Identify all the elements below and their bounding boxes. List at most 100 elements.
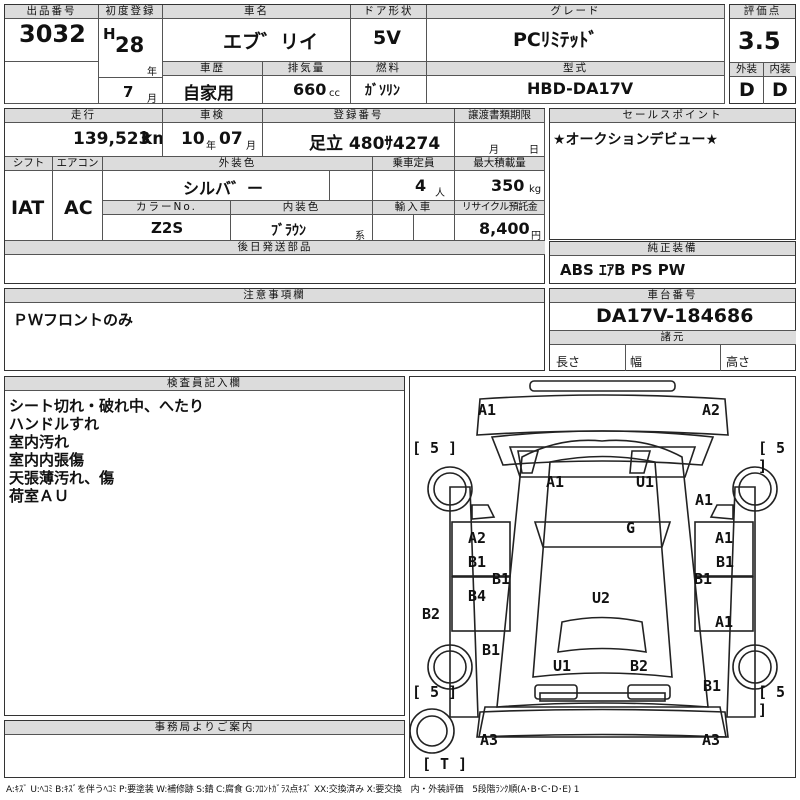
damage-mark: A3 [480, 731, 499, 749]
chassis-number: DA17V-184686 [596, 305, 754, 327]
damage-mark: B1 [716, 553, 735, 571]
legend-footer: A:ｷｽﾞ U:ﾍｺﾐ B:ｷｽﾞを伴うﾍｺﾐ P:要塗装 W:補修跡 S:錆 … [6, 785, 580, 795]
max-load-label: 最大積載量 [455, 157, 544, 171]
car-name-cell: 車名 エブ゛リイ [163, 5, 351, 62]
score-block: 評価点 3.5 外装 内装 D D [729, 4, 796, 104]
transfer-label: 譲渡書類期限 [455, 109, 544, 123]
color-no-value: Z2S [151, 219, 184, 237]
score-value: 3.5 [738, 27, 781, 55]
tire-front-left: [ 5 ] [412, 439, 458, 457]
ext-color-label: 外装色 [103, 157, 372, 171]
aircon-value: AC [64, 197, 93, 219]
damage-mark: A2 [702, 401, 721, 419]
sales-point-text: ★オークションデビュー★ [553, 132, 719, 148]
genuine-text: ABS ｴｱB PS PW [560, 261, 686, 279]
car-name: エブ゛リイ [223, 31, 319, 53]
inspection-year-unit: 年 [206, 141, 216, 152]
inspector-note: 室内汚れ [9, 433, 70, 451]
history-cell: 車歴 自家用 [163, 62, 263, 104]
recycle-value: 8,400 [479, 219, 530, 238]
damage-mark: A3 [702, 731, 721, 749]
grade-label: グレード [427, 5, 724, 19]
shift-label: シフト [5, 157, 52, 171]
capacity-cell: 乗車定員 4 人 [373, 157, 455, 201]
int-color-unit: 系 [355, 231, 365, 241]
displacement-cell: 排気量 660 cc [263, 62, 351, 104]
later-parts-label: 後日発送部品 [5, 241, 545, 255]
recycle-cell: リサイクル預託金 8,400 円 [455, 201, 545, 241]
history-label: 車歴 [163, 62, 262, 76]
damage-mark: B1 [482, 641, 501, 659]
inspector-note: ハンドルすれ [9, 415, 100, 433]
caution-block: 注意事項欄 ＰＷフロントのみ [4, 288, 545, 371]
aircon-label: エアコン [53, 157, 102, 171]
max-load-cell: 最大積載量 350 kg [455, 157, 545, 201]
inspection-month-unit: 月 [246, 141, 256, 152]
ext-color-cell: 外装色 シルバ゛ー [103, 157, 373, 201]
inspector-note: 天張薄汚れ、傷 [9, 469, 115, 487]
history-value: 自家用 [183, 84, 234, 104]
first-reg-cell: 初度登録 H 28 年 7 月 [99, 5, 163, 104]
inspection-label: 車検 [163, 109, 262, 123]
ext-color-value: シルバ゛ー [183, 179, 264, 198]
door-type: 5V [373, 27, 401, 49]
spec-height-label: 高さ [726, 355, 751, 369]
reg-number-label: 登録番号 [263, 109, 454, 123]
first-reg-year-unit: 年 [147, 67, 157, 78]
reg-number: 足立 480ｻ4274 [309, 134, 441, 154]
capacity-value: 4 [415, 176, 427, 195]
exterior-label: 外装 [730, 63, 763, 77]
reg-number-cell: 登録番号 足立 480ｻ4274 [263, 109, 455, 157]
damage-mark: B1 [694, 570, 713, 588]
inspector-block: 検査員記入欄 シート切れ・破れ中、へたり ハンドルすれ 室内汚れ 室内内張傷 天… [4, 376, 405, 716]
capacity-label: 乗車定員 [373, 157, 454, 171]
office-block: 事務局よりご案内 [4, 720, 405, 778]
genuine-label: 純正装備 [550, 242, 795, 256]
displacement-unit: cc [329, 88, 340, 99]
inspector-notes: シート切れ・破れ中、へたり ハンドルすれ 室内汚れ 室内内張傷 天張薄汚れ、傷 … [9, 397, 204, 505]
inspection-cell: 車検 10 年 07 月 [163, 109, 263, 157]
lot-cell: 出品番号 3032 [5, 5, 99, 62]
door-label: ドア形状 [351, 5, 426, 19]
fuel-label: 燃料 [351, 62, 426, 76]
damage-mark: A1 [715, 613, 734, 631]
color-no-label: カラーNo. [103, 201, 230, 215]
lot-blank [5, 62, 99, 104]
displacement-value: 660 [293, 80, 327, 99]
fuel-cell: 燃料 ｶﾞｿﾘﾝ [351, 62, 427, 104]
shift-value: IAT [11, 197, 45, 219]
damage-mark: B1 [468, 553, 487, 571]
transfer-cell: 譲渡書類期限 月 日 [455, 109, 545, 157]
spec-length-label: 長さ [556, 355, 581, 369]
exterior-grade: D [739, 79, 755, 101]
damage-mark: U2 [592, 589, 611, 607]
first-reg-month-unit: 月 [147, 94, 157, 104]
capacity-unit: 人 [435, 188, 445, 199]
model-code: HBD-DA17V [527, 79, 634, 98]
tire-rear-right: [ 5 ] [758, 683, 786, 719]
int-color-label: 内装色 [231, 201, 372, 215]
lot-number: 3032 [19, 20, 86, 48]
damage-mark: G [626, 519, 636, 537]
transfer-day-unit: 日 [529, 145, 539, 156]
max-load-unit: kg [529, 184, 542, 195]
later-parts-cell: 後日発送部品 [5, 241, 545, 284]
color-no-cell: カラーNo. Z2S [103, 201, 231, 241]
inspection-month: 07 [219, 129, 243, 149]
import-cell: 輸入車 [373, 201, 455, 241]
damage-mark: B1 [492, 570, 511, 588]
int-color-value: ﾌﾞﾗｳﾝ [271, 223, 306, 239]
model-cell: 型式 HBD-DA17V [427, 62, 725, 104]
damage-mark: A1 [478, 401, 497, 419]
damage-mark: B1 [703, 677, 722, 695]
damage-mark: B4 [468, 587, 487, 605]
lot-label: 出品番号 [5, 5, 98, 19]
inspector-label: 検査員記入欄 [5, 377, 404, 391]
tire-rear-left: [ 5 ] [412, 683, 458, 701]
first-reg-era: H [103, 25, 116, 43]
spare-tire: [ T ] [422, 755, 468, 773]
inspection-year: 10 [181, 129, 205, 149]
aircon-cell: エアコン AC [53, 157, 103, 241]
score-label: 評価点 [730, 5, 795, 19]
car-name-label: 車名 [163, 5, 350, 19]
